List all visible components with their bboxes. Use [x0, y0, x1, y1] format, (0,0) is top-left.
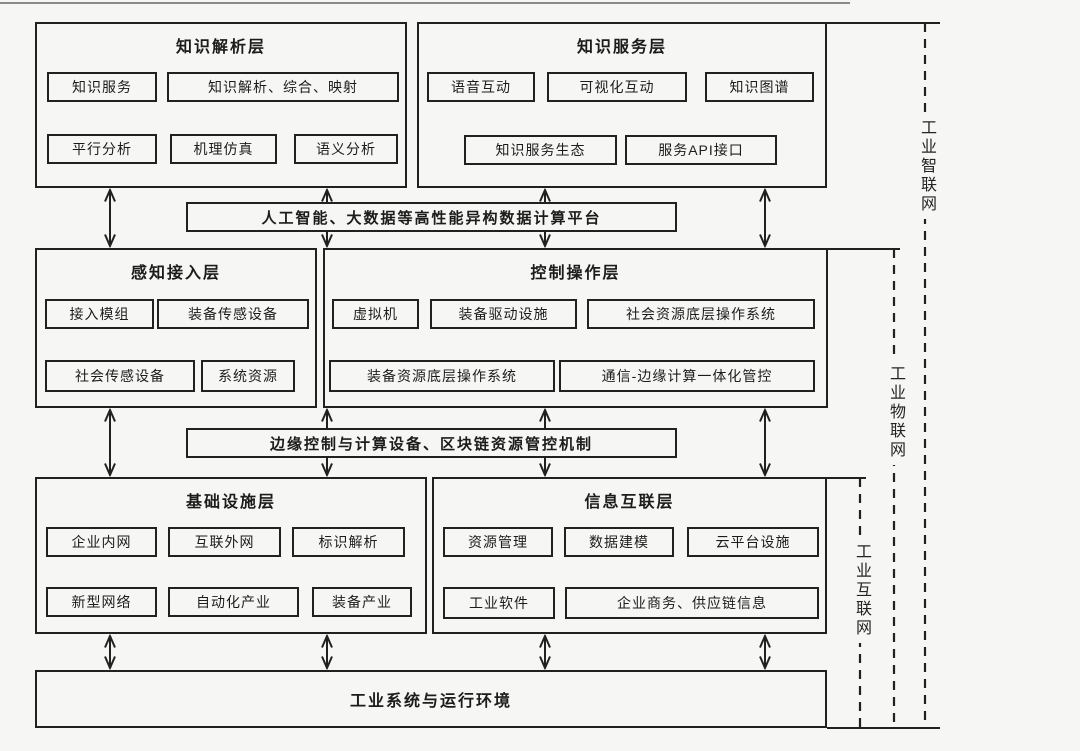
node-box: 语义分析	[294, 134, 398, 164]
node-box: 自动化产业	[168, 587, 299, 617]
node-box: 企业商务、供应链信息	[565, 587, 819, 619]
node-box: 装备驱动设施	[430, 299, 577, 329]
layer-title: 知识服务层	[576, 39, 667, 56]
node-box: 知识服务生态	[464, 135, 617, 165]
layer-title: 知识解析层	[175, 39, 266, 56]
node-box: 互联外网	[168, 527, 281, 557]
node-box: 知识图谱	[705, 72, 814, 102]
layer-control-operation: 控制操作层 虚拟机 装备驱动设施 社会资源底层操作系统 装备资源底层操作系统 通…	[323, 248, 828, 408]
layer-perception-access: 感知接入层 接入模组 装备传感设备 社会传感设备 系统资源	[35, 248, 317, 408]
node-box: 新型网络	[46, 587, 157, 617]
node-box: 知识解析、综合、映射	[167, 72, 399, 102]
node-box: 社会传感设备	[45, 360, 195, 392]
platform-bar-edge-blockchain: 边缘控制与计算设备、区块链资源管控机制	[186, 428, 677, 458]
node-box: 装备产业	[312, 587, 412, 617]
node-box: 机理仿真	[170, 134, 277, 164]
node-box: 数据建模	[564, 527, 674, 557]
layer-knowledge-service: 知识服务层 语音互动 可视化互动 知识图谱 知识服务生态 服务API接口	[417, 22, 827, 188]
node-box: 装备传感设备	[157, 299, 309, 329]
layer-title: 感知接入层	[130, 265, 221, 282]
scope-label-industrial-intelnet: 工业智联网	[913, 114, 939, 219]
scope-label-industrial-iot: 工业物联网	[882, 360, 908, 465]
scope-label-industrial-internet: 工业互联网	[848, 538, 874, 643]
layer-title: 信息互联层	[584, 494, 675, 511]
node-box: 装备资源底层操作系统	[329, 360, 555, 392]
node-box: 虚拟机	[332, 299, 419, 329]
node-box: 服务API接口	[625, 135, 777, 165]
node-box: 社会资源底层操作系统	[587, 299, 815, 329]
layer-knowledge-parsing: 知识解析层 知识服务 知识解析、综合、映射 平行分析 机理仿真 语义分析	[35, 22, 407, 188]
node-box: 企业内网	[46, 527, 157, 557]
node-box: 平行分析	[47, 134, 157, 164]
node-box: 通信-边缘计算一体化管控	[559, 360, 815, 392]
layer-information-interconnection: 信息互联层 资源管理 数据建模 云平台设施 工业软件 企业商务、供应链信息	[432, 477, 827, 634]
industrial-system-bar: 工业系统与运行环境	[35, 670, 827, 728]
node-box: 资源管理	[443, 527, 553, 557]
node-box: 云平台设施	[687, 527, 819, 557]
layer-title: 控制操作层	[530, 265, 621, 282]
node-box: 接入模组	[45, 299, 154, 329]
node-box: 系统资源	[201, 360, 295, 392]
layer-infrastructure: 基础设施层 企业内网 互联外网 标识解析 新型网络 自动化产业 装备产业	[35, 477, 427, 634]
layer-title: 基础设施层	[185, 494, 276, 511]
bracket-extension-lines	[0, 2, 940, 729]
platform-bar-ai-computing: 人工智能、大数据等高性能异构数据计算平台	[186, 202, 677, 232]
node-box: 标识解析	[292, 527, 405, 557]
node-box: 语音互动	[427, 72, 535, 102]
node-box: 可视化互动	[547, 72, 687, 102]
node-box: 工业软件	[443, 587, 555, 619]
node-box: 知识服务	[47, 72, 157, 102]
